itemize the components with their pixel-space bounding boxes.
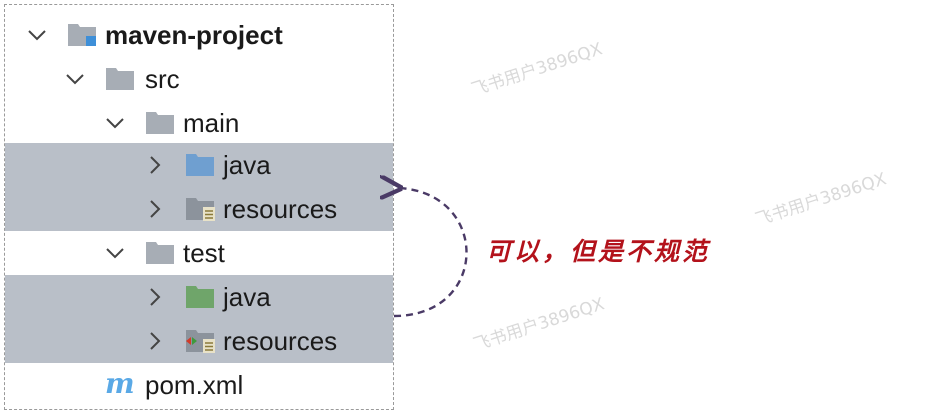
tree-item-main-resources[interactable]: resources bbox=[5, 187, 393, 231]
watermark: 飞书用户3896QX bbox=[469, 39, 605, 101]
watermark: 飞书用户3896QX bbox=[753, 169, 889, 231]
tree-item-label: maven-project bbox=[105, 20, 283, 50]
chevron-right-icon[interactable] bbox=[145, 331, 165, 351]
resources-folder-icon bbox=[186, 198, 215, 221]
folder-icon bbox=[146, 242, 174, 264]
svg-text:m: m bbox=[105, 371, 135, 397]
curved-arrow-icon bbox=[380, 170, 468, 318]
maven-file-icon: m bbox=[105, 371, 135, 397]
chevron-right-icon[interactable] bbox=[145, 287, 165, 307]
folder-icon bbox=[106, 68, 134, 90]
tree-item-label: java bbox=[223, 282, 271, 312]
tree-item-test[interactable]: test bbox=[5, 231, 393, 275]
chevron-down-icon[interactable] bbox=[65, 69, 85, 89]
tree-item-test-java[interactable]: java bbox=[5, 275, 393, 319]
chevron-right-icon[interactable] bbox=[145, 155, 165, 175]
project-tree: maven-project src main java bbox=[4, 4, 394, 410]
tree-item-main[interactable]: main bbox=[5, 101, 393, 145]
chevron-down-icon[interactable] bbox=[105, 113, 125, 133]
tree-item-label: resources bbox=[223, 194, 338, 224]
tree-item-main-java[interactable]: java bbox=[5, 143, 393, 187]
tree-item-label: pom.xml bbox=[145, 370, 244, 400]
watermark: 飞书用户3896QX bbox=[471, 294, 607, 356]
chevron-down-icon[interactable] bbox=[105, 243, 125, 263]
source-folder-icon bbox=[186, 154, 214, 176]
tree-item-test-resources[interactable]: resources bbox=[5, 319, 393, 363]
tree-item-label: main bbox=[183, 108, 240, 138]
tree-item-label: java bbox=[223, 150, 271, 180]
module-folder-icon bbox=[68, 24, 96, 46]
tree-item-root[interactable]: maven-project bbox=[5, 13, 393, 57]
folder-icon bbox=[146, 112, 174, 134]
chevron-right-icon[interactable] bbox=[145, 199, 165, 219]
tree-item-label: src bbox=[145, 64, 180, 94]
tree-item-pom[interactable]: m pom.xml bbox=[5, 363, 393, 407]
annotation-text: 可以，但是不规范 bbox=[486, 237, 711, 266]
tree-item-label: test bbox=[183, 238, 225, 268]
test-resources-folder-icon bbox=[186, 330, 215, 353]
chevron-down-icon[interactable] bbox=[27, 25, 47, 45]
test-source-folder-icon bbox=[186, 286, 214, 308]
tree-item-label: resources bbox=[223, 326, 338, 356]
tree-item-src[interactable]: src bbox=[5, 57, 393, 101]
